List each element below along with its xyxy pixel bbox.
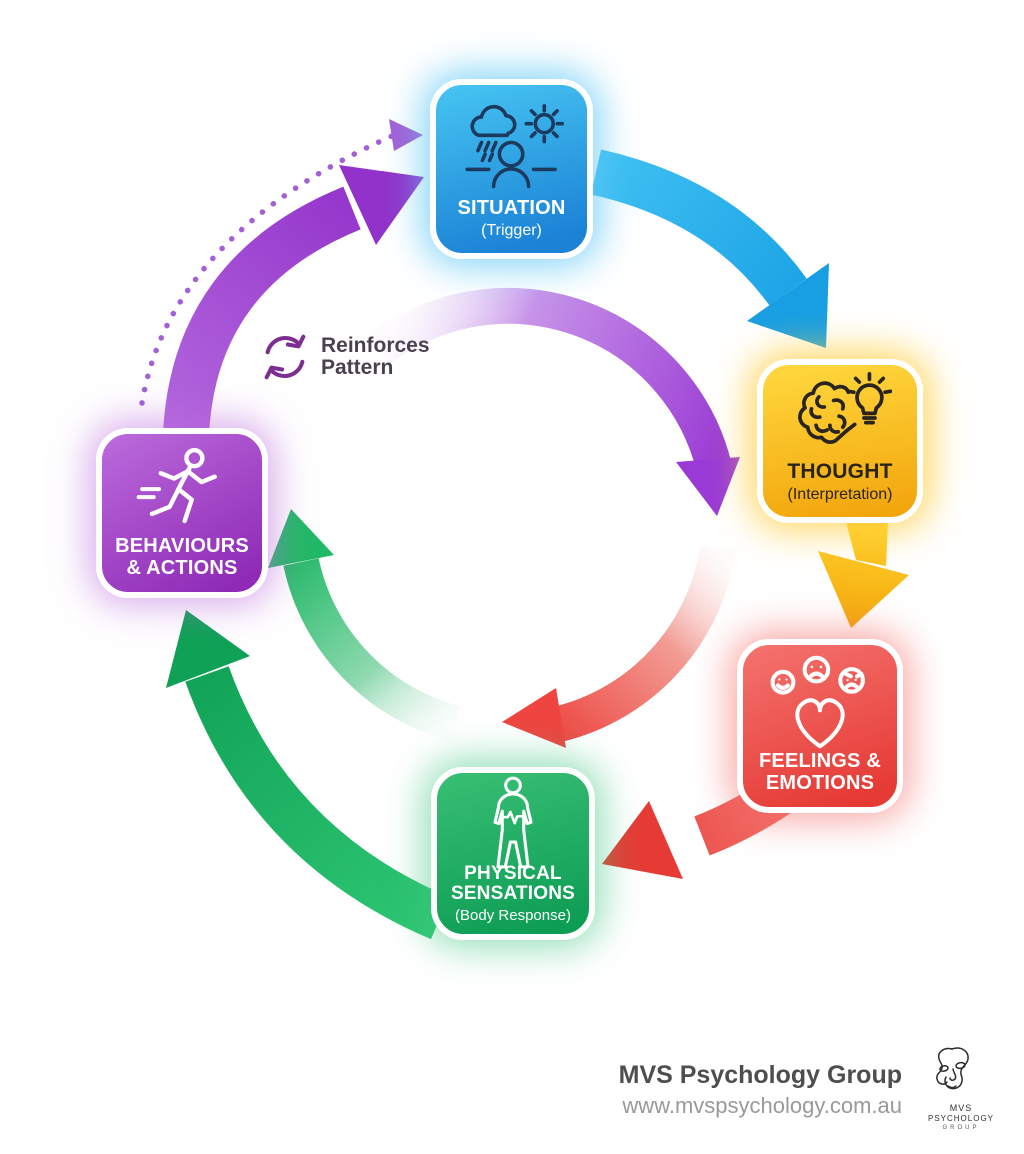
node-title: THOUGHT	[787, 460, 893, 484]
brain-lightbulb-icon	[768, 372, 912, 461]
arrow-physical-to-behaviours	[166, 610, 450, 940]
reinforces-text: Reinforces Pattern	[321, 333, 430, 379]
node-behaviours: BEHAVIOURS & ACTIONS	[96, 428, 268, 598]
node-physical-sensations: PHYSICAL SENSATIONS (Body Response)	[431, 767, 595, 940]
node-title-line2: SENSATIONS	[450, 883, 576, 905]
footer-branding: MVS Psychology Group www.mvspsychology.c…	[618, 1061, 902, 1119]
node-subtitle: (Trigger)	[481, 221, 542, 239]
faces-heart-icon	[748, 655, 892, 751]
arrow-thought-to-feelings	[818, 522, 909, 628]
cycle-arrows-icon	[258, 330, 312, 384]
node-thought: THOUGHT (Interpretation)	[757, 359, 923, 523]
node-feelings: FEELINGS & EMOTIONS	[737, 639, 903, 813]
dotted-feedback-arrow	[139, 119, 423, 406]
running-person-icon	[107, 444, 257, 536]
mvs-face-logo-icon	[936, 1047, 969, 1090]
reinforces-pattern-label: Reinforces Pattern	[258, 330, 430, 384]
arrow-situation-to-thought	[590, 149, 829, 348]
node-situation: SITUATION (Trigger)	[430, 79, 593, 259]
node-title-line2: & ACTIONS	[126, 556, 238, 579]
node-title: FEELINGS &	[758, 750, 881, 773]
body-heartbeat-icon	[442, 776, 584, 868]
inner-cycle-ring	[268, 287, 740, 748]
brand-name: MVS Psychology Group	[618, 1061, 902, 1089]
node-title-line2: EMOTIONS	[765, 771, 875, 794]
node-title: PHYSICAL	[464, 863, 562, 885]
node-subtitle: (Body Response)	[455, 906, 571, 924]
brand-website: www.mvspsychology.com.au	[622, 1092, 902, 1118]
logo-text-psychology: PSYCHOLOGY	[927, 1114, 994, 1123]
weather-person-icon	[441, 95, 582, 198]
logo-text-mvs: MVS	[949, 1103, 973, 1113]
logo-text-group: GROUP	[942, 1125, 980, 1131]
node-subtitle: (Interpretation)	[787, 485, 893, 503]
node-title: BEHAVIOURS	[115, 535, 249, 558]
mvs-logo: MVS PSYCHOLOGY GROUP	[926, 1046, 996, 1131]
node-title: SITUATION	[457, 197, 566, 220]
arrow-behaviours-to-situation	[163, 165, 424, 436]
